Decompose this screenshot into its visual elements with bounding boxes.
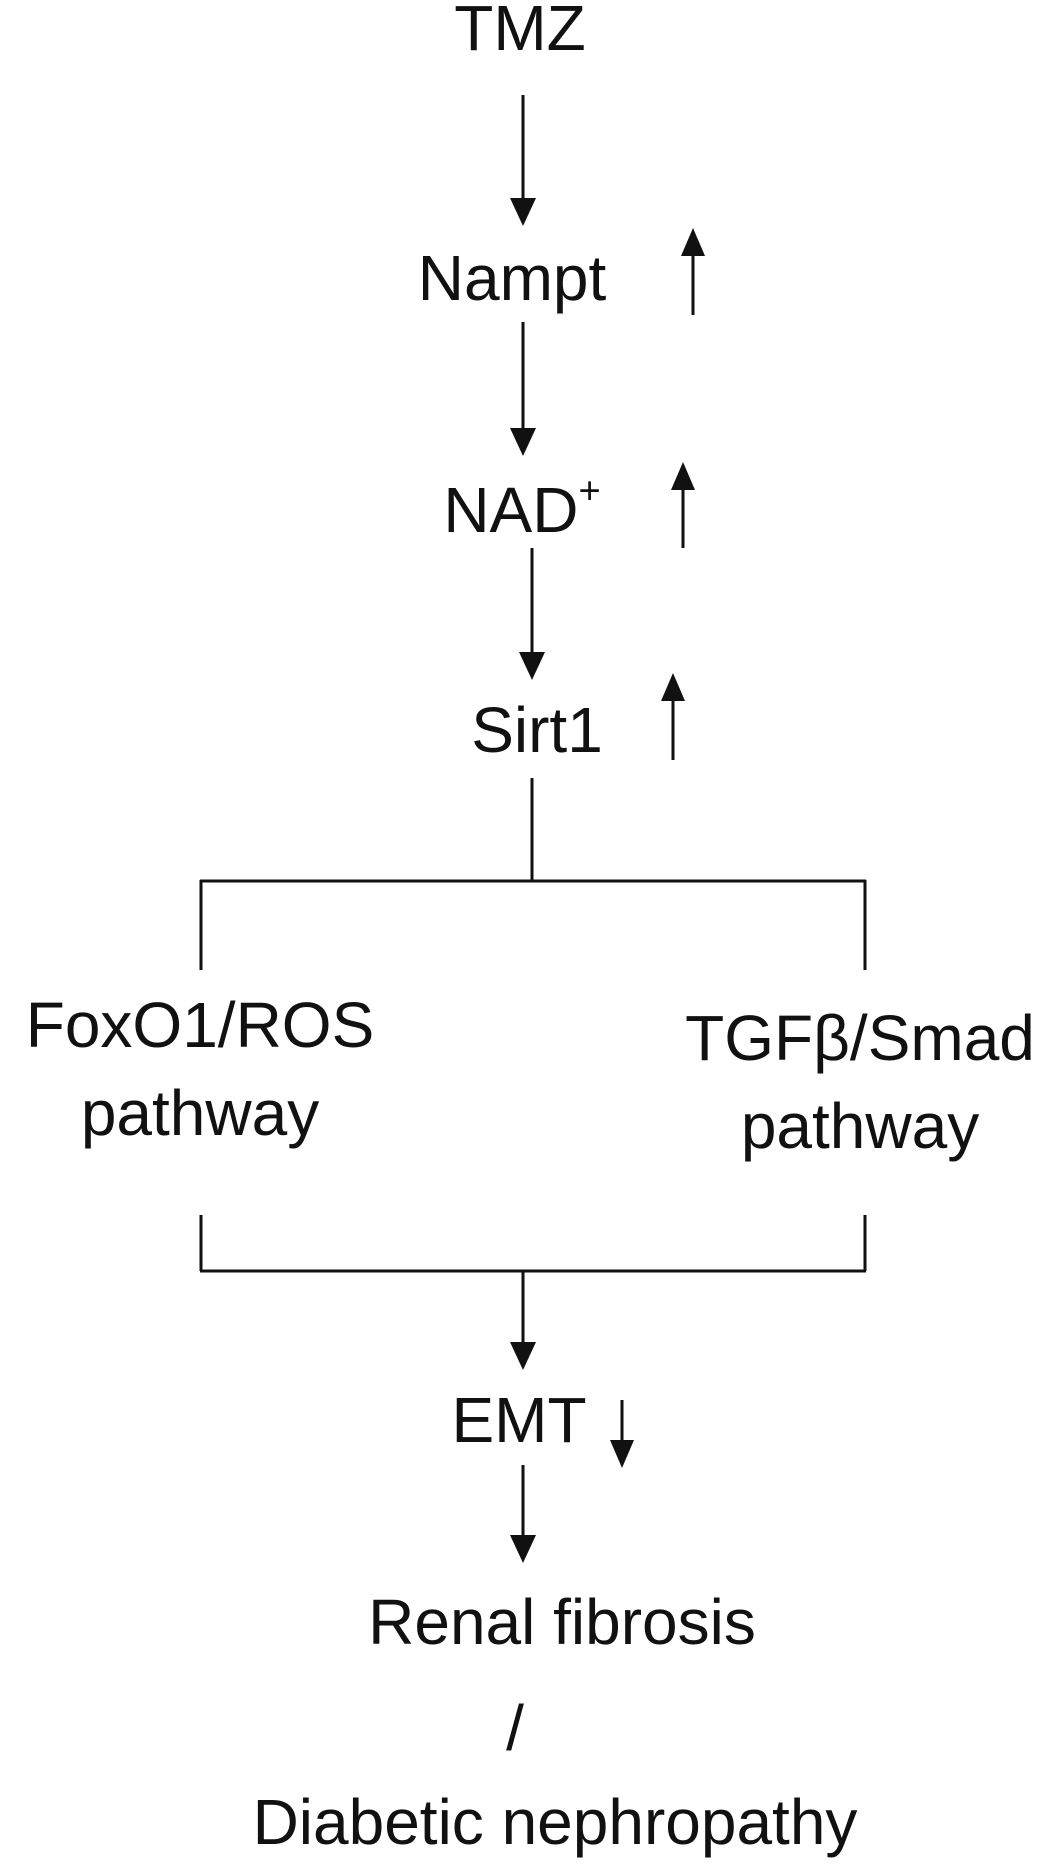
node-nad: NAD+ — [443, 473, 600, 543]
node-sirt1-label: Sirt1 — [471, 694, 603, 766]
up-arrow-icon — [661, 673, 685, 760]
node-tmz-label: TMZ — [454, 0, 586, 64]
arrow-emt-to-renal-fibrosis — [510, 1465, 536, 1563]
node-slash: / — [506, 1696, 524, 1760]
node-tmz: TMZ — [454, 0, 586, 60]
arrow-merge-to-emt — [510, 1271, 536, 1370]
node-emt: EMT — [451, 1388, 586, 1452]
node-nampt-label: Nampt — [417, 242, 607, 314]
node-sirt1: Sirt1 — [471, 698, 603, 762]
node-tgfb-smad-pathway: TGFβ/Smad pathway — [685, 994, 1035, 1170]
arrow-nad-to-sirt1 — [519, 548, 545, 680]
arrow-tmz-to-nampt — [510, 95, 536, 226]
node-emt-label: EMT — [451, 1384, 587, 1456]
arrow-nampt-to-nad — [510, 322, 536, 456]
node-nampt: Nampt — [418, 246, 607, 310]
node-nad-superscript: + — [578, 470, 601, 513]
node-renal-fibrosis: Renal fibrosis — [368, 1590, 756, 1654]
split-connector — [199, 778, 867, 970]
node-nad-label: NAD — [443, 474, 579, 546]
node-foxo1-line2: pathway — [80, 1077, 320, 1149]
node-foxo1-ros-pathway: FoxO1/ROS pathway — [26, 981, 375, 1157]
node-slash-label: / — [506, 1692, 524, 1764]
down-arrow-icon — [610, 1400, 634, 1468]
up-arrow-icon — [681, 228, 705, 315]
up-arrow-icon — [671, 462, 695, 548]
node-foxo1-line1: FoxO1/ROS — [25, 989, 375, 1061]
node-tgf-line2: pathway — [740, 1090, 980, 1162]
node-renal-fibrosis-label: Renal fibrosis — [368, 1586, 756, 1658]
node-diabetic-nephropathy: Diabetic nephropathy — [253, 1790, 858, 1854]
node-tgf-line1: TGFβ/Smad — [685, 1002, 1035, 1074]
node-diabetic-nephropathy-label: Diabetic nephropathy — [252, 1786, 858, 1858]
merge-connector — [199, 1215, 867, 1273]
